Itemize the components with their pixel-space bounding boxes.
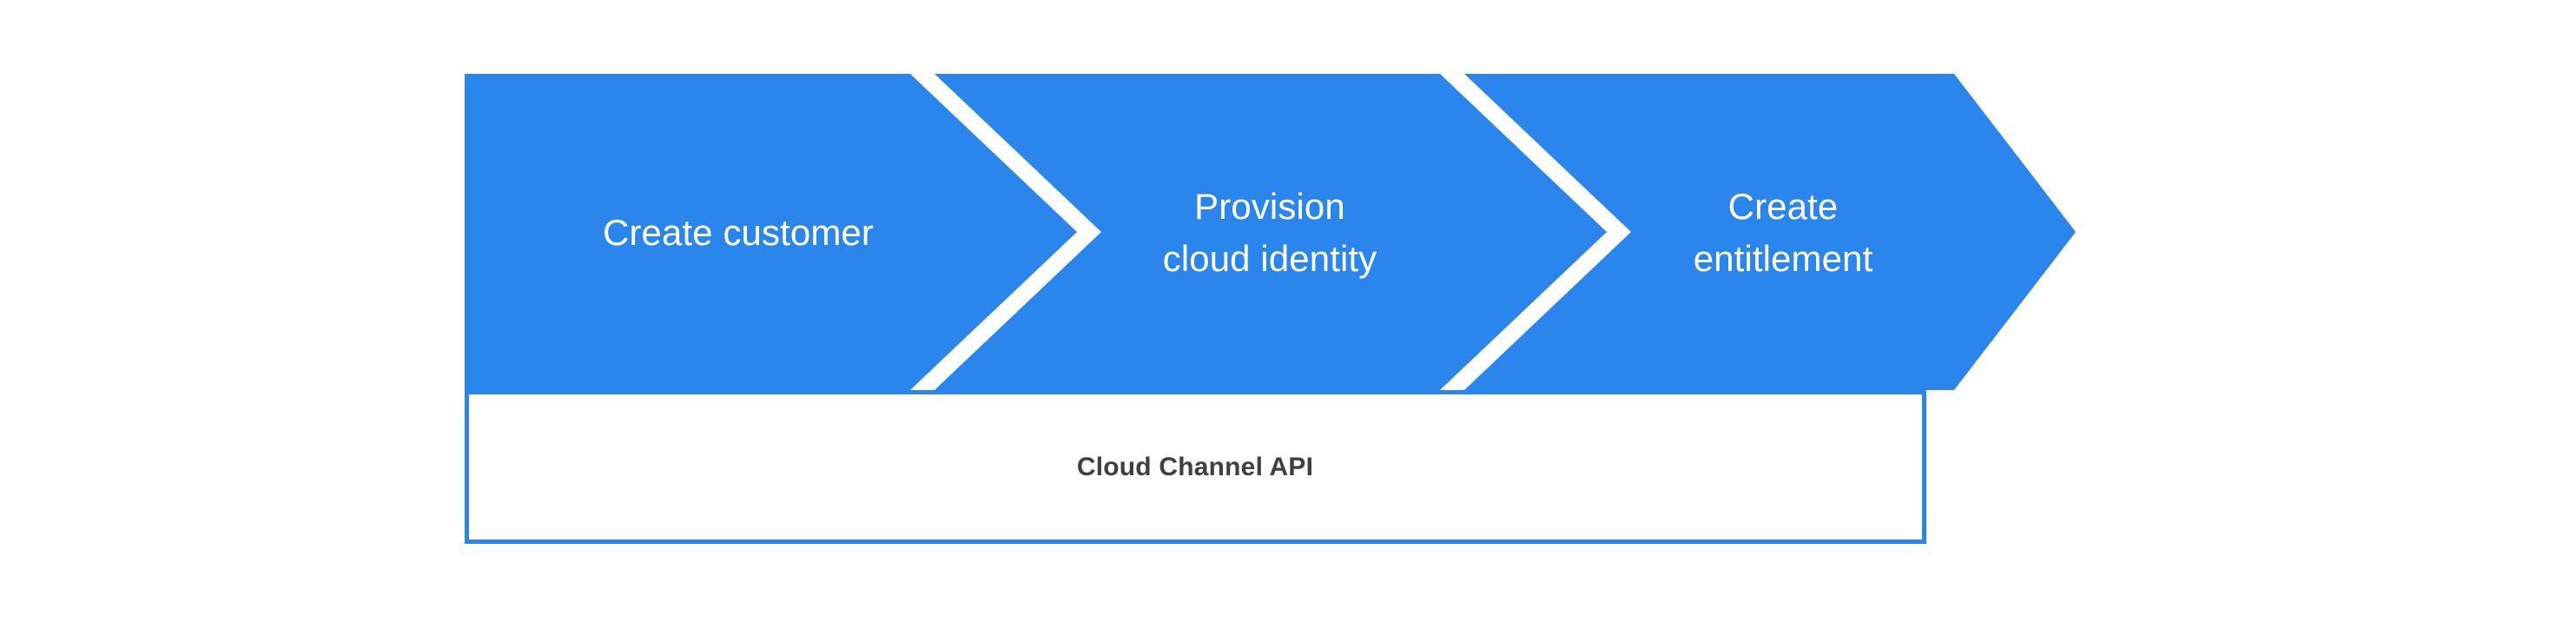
- chevron-step-3[interactable]: [1464, 74, 2076, 390]
- chevron-step-2[interactable]: [935, 74, 1607, 390]
- chevron-step-1[interactable]: [465, 74, 1077, 390]
- foundation-bar[interactable]: [465, 390, 1926, 544]
